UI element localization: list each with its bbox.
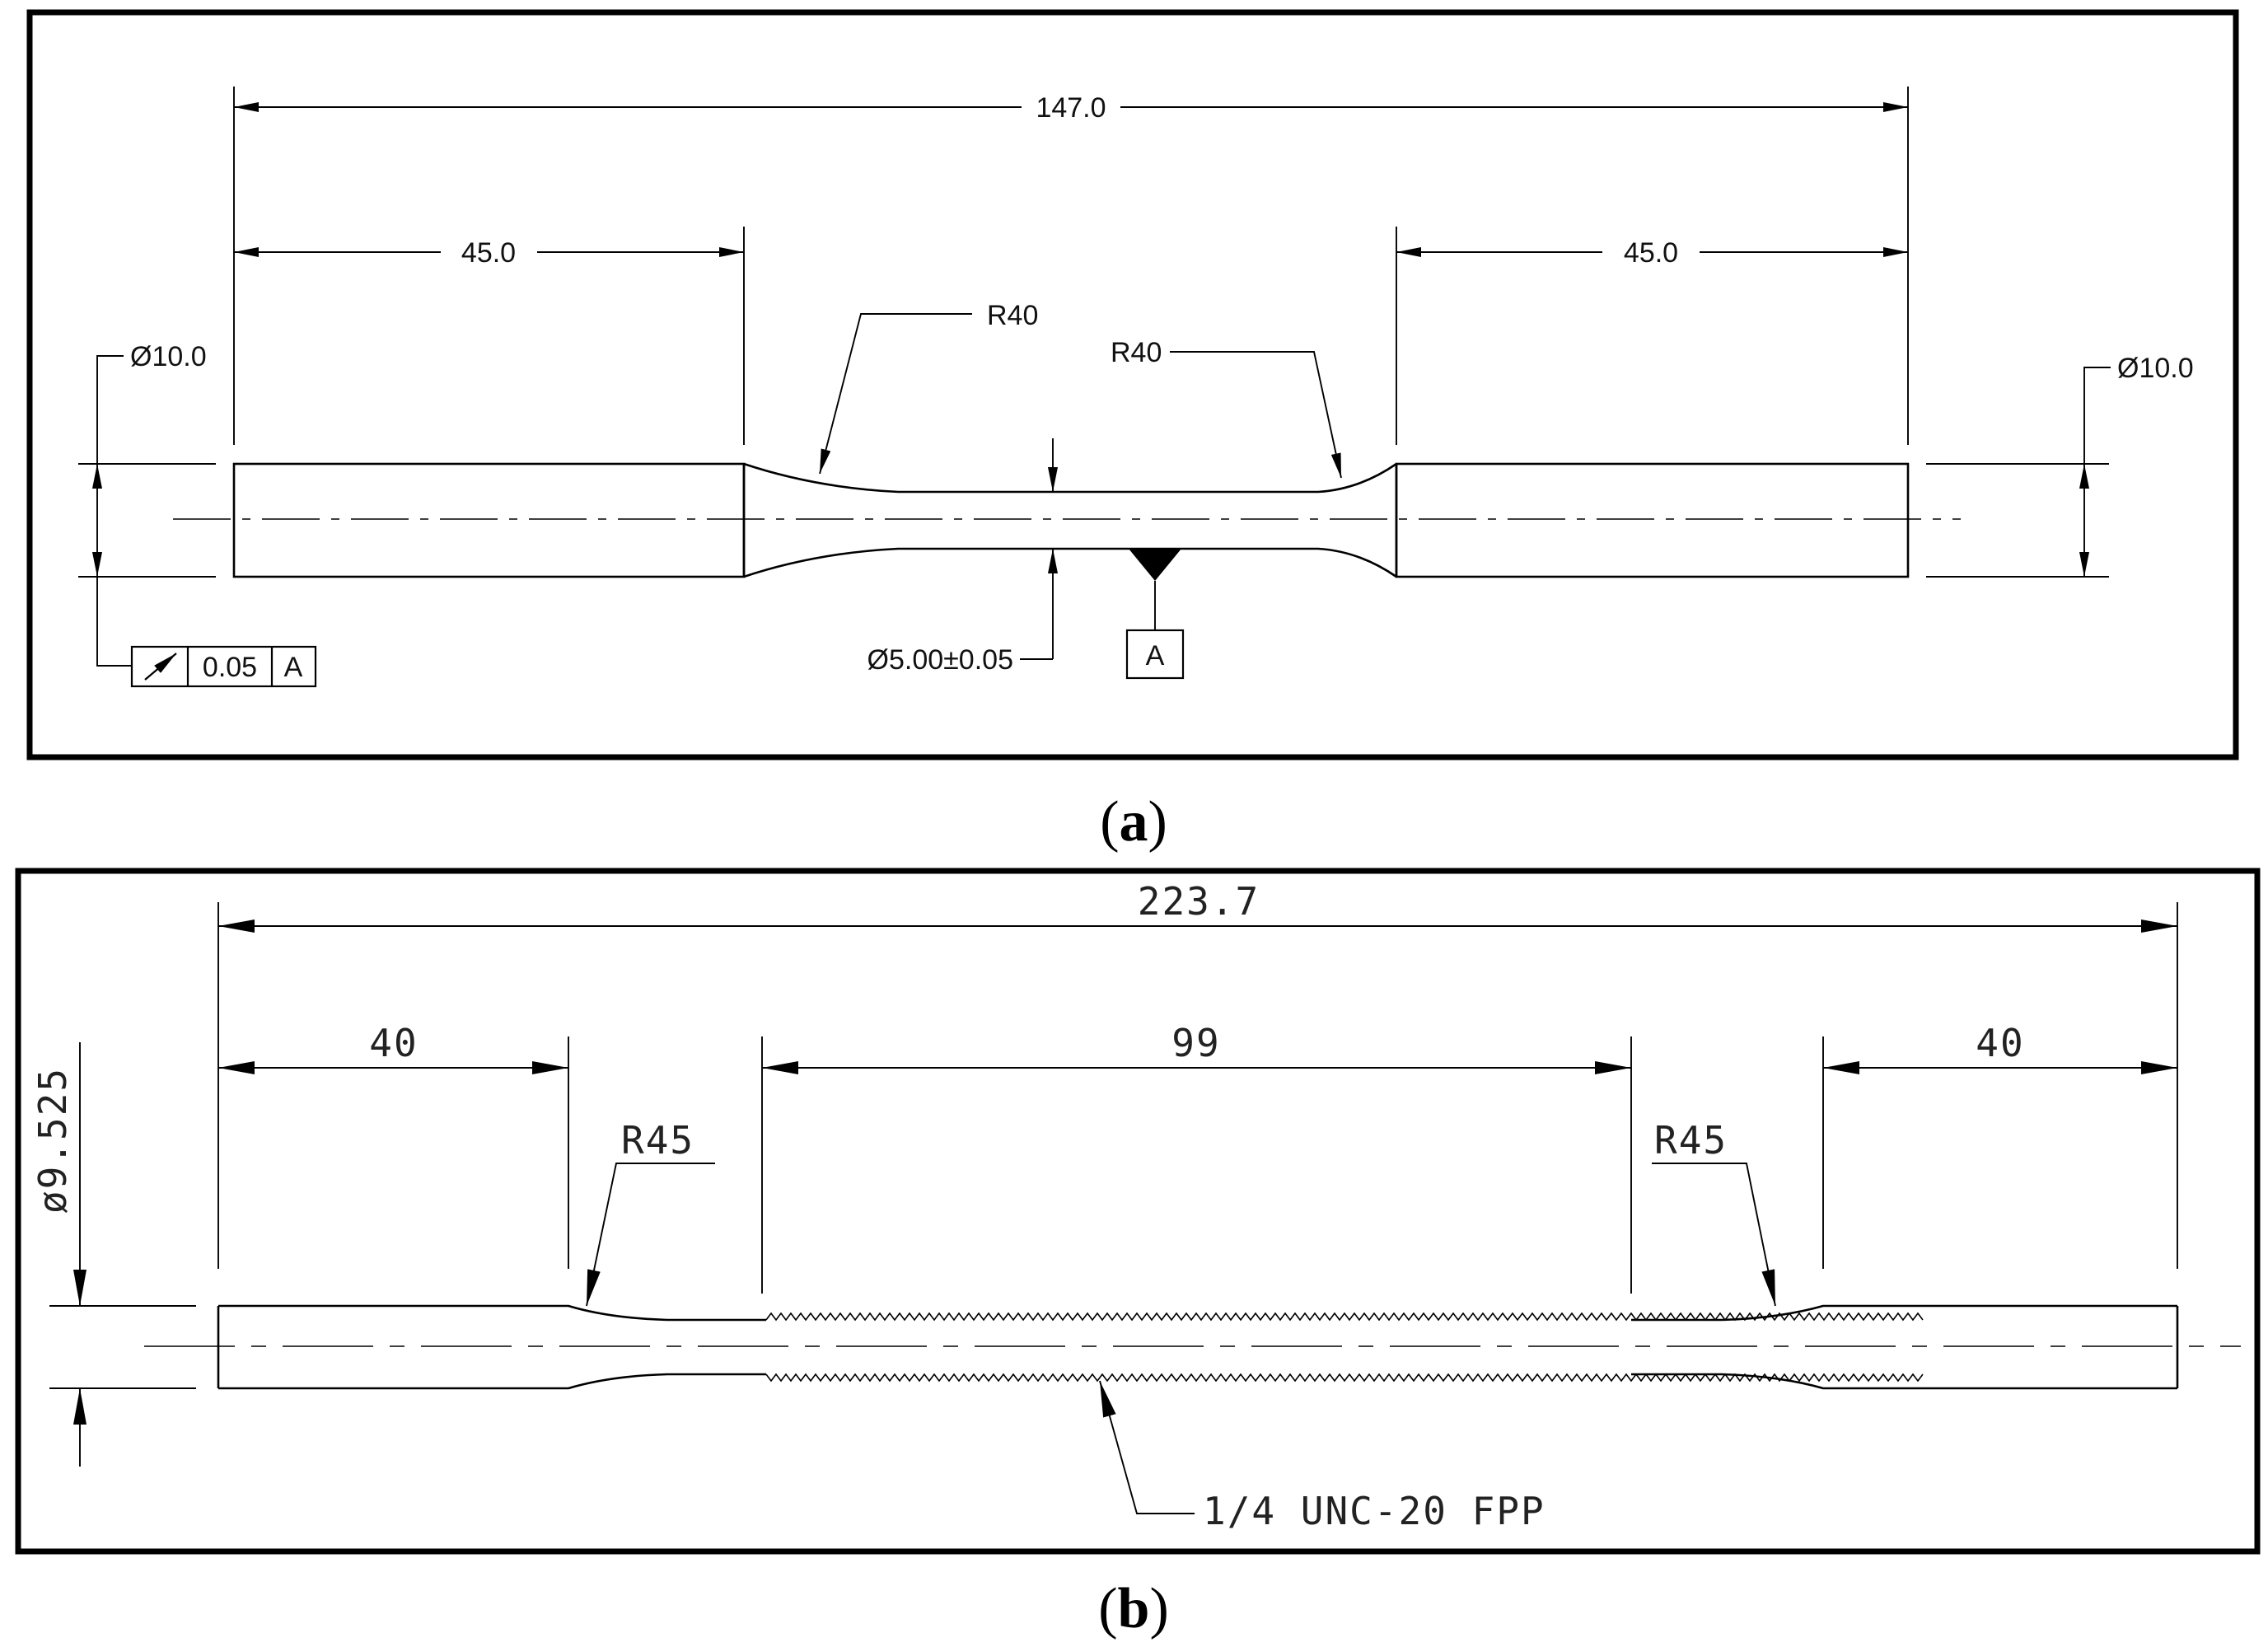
datum-triangle bbox=[1129, 549, 1181, 581]
dim-right-grip-a: 45.0 bbox=[1396, 237, 1908, 269]
dim-gauge-length-b: 99 bbox=[762, 1021, 1631, 1074]
leader-thread-note-b: 1/4 UNC-20 FPP bbox=[1099, 1380, 1546, 1533]
right-radius-label-b: R45 bbox=[1654, 1118, 1728, 1163]
leader-left-radius-a: R40 bbox=[819, 300, 1038, 475]
panel-b: 223.7 40 99 40 R45 R45 bbox=[15, 868, 2261, 1555]
extension-lines-a bbox=[78, 87, 2109, 578]
left-grip-length-label-b: 40 bbox=[369, 1021, 418, 1065]
dim-diameter-b: ø9.525 bbox=[30, 1042, 87, 1467]
caption-a: (a) bbox=[1100, 790, 1167, 854]
left-grip-length-label: 45.0 bbox=[461, 237, 516, 269]
panel-a: 147.0 45.0 45.0 Ø10.0 Ø10.0 bbox=[26, 9, 2239, 760]
leader-right-radius-b: R45 bbox=[1652, 1118, 1776, 1307]
diameter-label-b: ø9.525 bbox=[30, 1067, 75, 1214]
dim-right-grip-b: 40 bbox=[1823, 1021, 2177, 1074]
left-radius-label: R40 bbox=[987, 300, 1038, 331]
dim-left-diameter-a: Ø10.0 bbox=[92, 341, 207, 577]
panel-b-frame bbox=[15, 868, 2261, 1555]
leader-left-radius-b: R45 bbox=[586, 1118, 715, 1307]
leader-right-radius-a: R40 bbox=[1111, 337, 1342, 479]
thread-bottom bbox=[765, 1373, 1924, 1383]
right-grip-length-label-b: 40 bbox=[1976, 1021, 2024, 1065]
extension-lines-b bbox=[49, 902, 2178, 1389]
right-radius-label: R40 bbox=[1111, 337, 1162, 368]
gauge-diameter-label: Ø5.00±0.05 bbox=[867, 644, 1013, 676]
overall-length-label-b: 223.7 bbox=[1138, 879, 1260, 924]
runout-datum-ref: A bbox=[284, 652, 303, 683]
specimen-a-outline bbox=[232, 462, 1910, 578]
dim-right-diameter-a: Ø10.0 bbox=[2079, 353, 2194, 577]
thread-top bbox=[765, 1312, 1924, 1322]
panel-a-frame bbox=[26, 9, 2239, 760]
dim-left-grip-b: 40 bbox=[218, 1021, 568, 1074]
right-grip-length-label: 45.0 bbox=[1624, 237, 1678, 269]
runout-arrow-icon bbox=[144, 653, 177, 681]
dim-overall-length-b: 223.7 bbox=[218, 879, 2177, 933]
datum-feature-a: A bbox=[1125, 549, 1185, 680]
runout-feature-control-frame: 0.05 A bbox=[96, 577, 317, 688]
overall-length-label: 147.0 bbox=[1036, 92, 1106, 124]
left-diameter-label: Ø10.0 bbox=[130, 341, 207, 372]
dim-overall-length-a: 147.0 bbox=[234, 92, 1908, 124]
thread-note-label-b: 1/4 UNC-20 FPP bbox=[1203, 1489, 1546, 1533]
caption-b: (b) bbox=[1098, 1577, 1169, 1640]
runout-tolerance: 0.05 bbox=[203, 652, 257, 683]
right-diameter-label: Ø10.0 bbox=[2117, 353, 2194, 384]
left-radius-label-b: R45 bbox=[621, 1118, 694, 1163]
dim-gauge-diameter-a: Ø5.00±0.05 bbox=[867, 438, 1058, 676]
gauge-length-label-b: 99 bbox=[1171, 1021, 1220, 1065]
dim-left-grip-a: 45.0 bbox=[234, 237, 744, 269]
datum-label: A bbox=[1146, 640, 1165, 671]
specimen-b-outline bbox=[217, 1304, 2179, 1390]
